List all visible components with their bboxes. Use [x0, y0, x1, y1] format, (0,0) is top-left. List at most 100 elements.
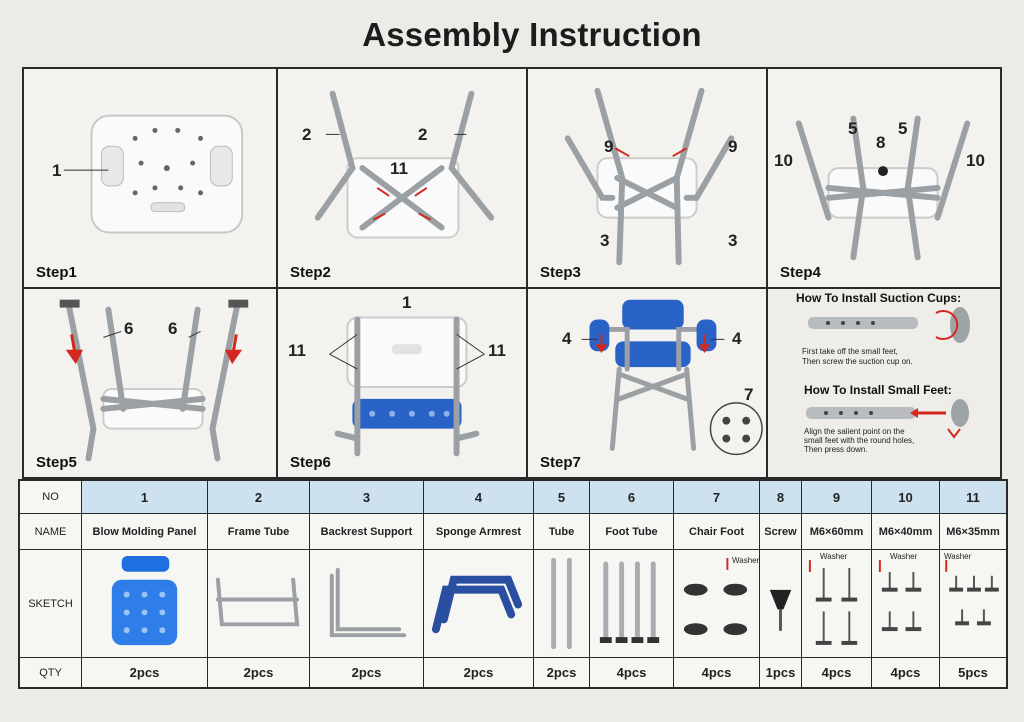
step-2-label: Step2	[290, 264, 331, 281]
step-4-label: Step4	[780, 264, 821, 281]
part-9-qty: 4pcs	[802, 658, 872, 687]
part-9-washer-label: Washer	[820, 552, 848, 561]
part-6-no: 6	[590, 481, 674, 513]
part-2-name: Frame Tube	[208, 514, 310, 549]
part-4-no: 4	[424, 481, 534, 513]
step-3-panel: 9 9 3 3 Step3	[528, 69, 768, 289]
step-4-callout-10-right: 10	[966, 151, 985, 170]
parts-no-row: NO 1 2 3 4 5 6 7 8 9 10 11	[20, 481, 1006, 514]
part-4-name: Sponge Armrest	[424, 514, 534, 549]
part-10-name: M6×40mm	[872, 514, 940, 549]
part-8-sketch	[760, 550, 802, 657]
part-7-no: 7	[674, 481, 760, 513]
screw-icon	[769, 589, 792, 631]
bolt-m6x35-icon	[945, 559, 999, 626]
part-2-sketch	[208, 550, 310, 657]
foot-tube-icon	[599, 561, 660, 644]
step-6-panel: 1 11 11 Step6	[278, 289, 528, 477]
parts-sketch-row: SKETCH	[20, 550, 1006, 658]
howto-illustration	[806, 307, 970, 439]
step-2-callout-11: 11	[390, 159, 408, 178]
part-9-no: 9	[802, 481, 872, 513]
part-6-name: Foot Tube	[590, 514, 674, 549]
part-4-qty: 2pcs	[424, 658, 534, 687]
blow-molding-panel-icon	[111, 555, 178, 646]
step-4-callout-5-right: 5	[898, 119, 908, 138]
feet-text-1: Align the salient point on the	[804, 427, 905, 436]
step-2-illustration	[314, 90, 495, 239]
part-7-qty: 4pcs	[674, 658, 760, 687]
parts-qty-header: QTY	[20, 658, 82, 687]
step-5-illustration	[59, 299, 249, 462]
step-5-panel: 6 6 Step5	[24, 289, 278, 477]
step-6-callout-1: 1	[402, 293, 412, 312]
part-1-name: Blow Molding Panel	[82, 514, 208, 549]
part-8-qty: 1pcs	[760, 658, 802, 687]
feet-text-2: small feet with the round holes,	[804, 436, 915, 445]
part-5-sketch	[534, 550, 590, 657]
part-2-no: 2	[208, 481, 310, 513]
step-1-callout-1: 1	[52, 161, 62, 180]
step-2-callout-2-right: 2	[418, 125, 428, 144]
bolt-m6x60-icon	[808, 560, 858, 645]
howto-panel: How To Install Suction Cups: First take …	[768, 289, 1000, 477]
step-5-callout-6-left: 6	[124, 319, 134, 338]
step-7-callout-7: 7	[744, 385, 754, 404]
part-1-sketch	[82, 550, 208, 657]
step-4-callout-10-left: 10	[774, 151, 793, 170]
step-1-illustration	[63, 114, 244, 234]
chair-foot-icon	[683, 558, 748, 636]
step-5-label: Step5	[36, 454, 77, 471]
part-7-name: Chair Foot	[674, 514, 760, 549]
step-3-callout-9-right: 9	[728, 137, 738, 156]
part-6-qty: 4pcs	[590, 658, 674, 687]
part-3-sketch	[310, 550, 424, 657]
parts-name-header: NAME	[20, 514, 82, 549]
step-6-label: Step6	[290, 454, 331, 471]
part-1-qty: 2pcs	[82, 658, 208, 687]
part-11-sketch: Washer	[940, 550, 1006, 657]
step-3-label: Step3	[540, 264, 581, 281]
suction-cups-title: How To Install Suction Cups:	[796, 291, 962, 305]
step-7-callout-4-right: 4	[732, 329, 742, 348]
step-7-callout-4-left: 4	[562, 329, 572, 348]
sponge-armrest-icon	[431, 575, 523, 634]
parts-no-header: NO	[20, 481, 82, 513]
page-title: Assembly Instruction	[362, 16, 702, 53]
step-7-illustration	[581, 299, 763, 456]
step-4-illustration	[795, 115, 971, 261]
part-1-no: 1	[82, 481, 208, 513]
feet-text-3: Then press down.	[804, 445, 868, 454]
tube-icon	[551, 557, 572, 650]
step-3-callout-3-right: 3	[728, 231, 738, 250]
steps-grid: 1 Step1 2 2 11	[22, 67, 1002, 479]
part-3-name: Backrest Support	[310, 514, 424, 549]
frame-tube-icon	[215, 577, 300, 627]
part-9-sketch: Washer	[802, 550, 872, 657]
part-10-washer-label: Washer	[890, 552, 918, 561]
part-3-qty: 2pcs	[310, 658, 424, 687]
step-3-callout-9-left: 9	[604, 137, 614, 156]
part-10-no: 10	[872, 481, 940, 513]
bolt-m6x40-icon	[878, 560, 922, 632]
suction-text-1: First take off the small feet,	[802, 347, 898, 356]
step-3-callout-3-left: 3	[600, 231, 610, 250]
part-11-washer-label: Washer	[944, 552, 972, 561]
step-5-callout-6-right: 6	[168, 319, 178, 338]
step-1-label: Step1	[36, 264, 77, 281]
part-11-qty: 5pcs	[958, 665, 988, 680]
part-5-qty: 2pcs	[534, 658, 590, 687]
part-10-qty: 4pcs	[872, 658, 940, 687]
step-2-panel: 2 2 11 Step2	[278, 69, 528, 289]
part-6-sketch	[590, 550, 674, 657]
suction-text-2: Then screw the suction cup on.	[802, 357, 913, 366]
step-7-label: Step7	[540, 454, 581, 471]
part-5-no: 5	[534, 481, 590, 513]
part-3-no: 3	[310, 481, 424, 513]
backrest-support-icon	[329, 567, 407, 638]
part-10-sketch: Washer	[872, 550, 940, 657]
part-11-no: 11	[940, 481, 1006, 513]
part-8-name: Screw	[760, 514, 802, 549]
part-4-sketch	[424, 550, 534, 657]
